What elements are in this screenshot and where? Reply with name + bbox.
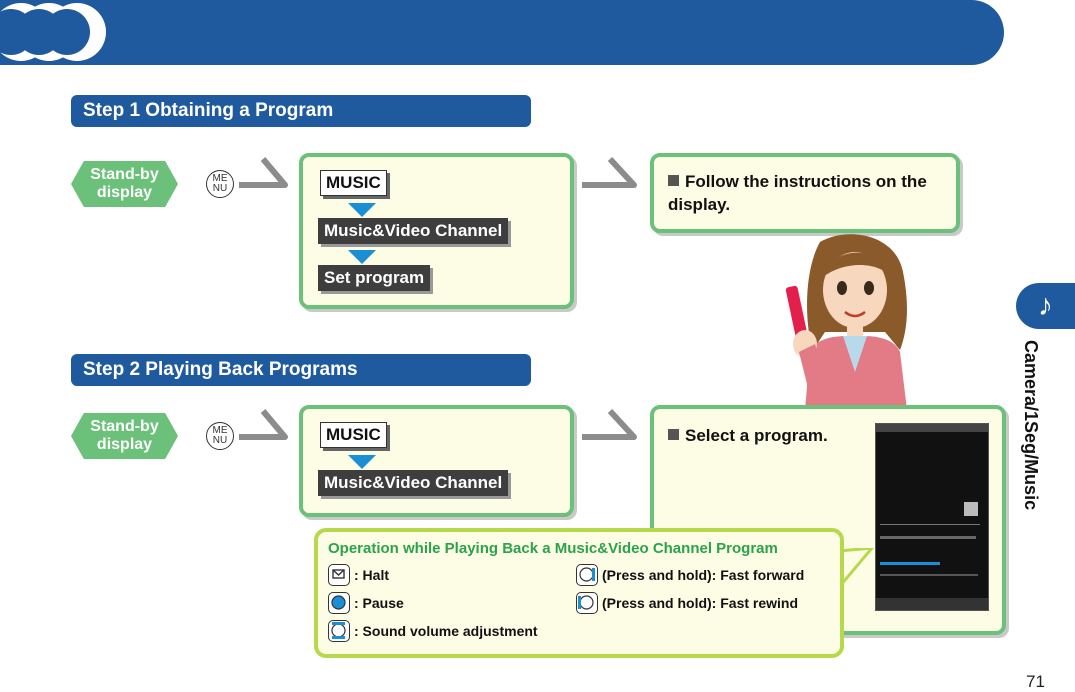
music-note-icon[interactable]: ♪ [1016,283,1075,329]
woman-with-phone-illustration [785,234,907,410]
step2-instruction-text: Select a program. [685,426,828,445]
operation-volume-text: : Sound volume adjustment [354,623,538,639]
operation-pause-text: : Pause [354,595,404,611]
bullet-square-icon [668,429,679,440]
step1-instruction-text: Follow the instructions on the display. [668,172,927,214]
down-arrow-icon [348,455,376,469]
step2-title: Step 2 Playing Back Programs [71,354,531,386]
updown-key-icon [328,620,350,642]
menu-item-music-video-channel[interactable]: Music&Video Channel [318,218,509,244]
operation-fast-forward: (Press and hold): Fast forward [576,564,804,586]
phone-screen-image [875,423,989,611]
menu-item-music-video-channel[interactable]: Music&Video Channel [318,470,509,496]
operation-fast-rewind-text: (Press and hold): Fast rewind [602,595,799,611]
step1-instruction-panel [650,153,960,233]
arrow-icon [582,156,637,188]
operation-title: Operation while Playing Back a Music&Vid… [328,540,778,557]
menu-item-set-program[interactable]: Set program [318,265,431,291]
page-number: 71 [1026,672,1045,691]
standby-display-label: Stand-by display [71,161,178,207]
operation-pause: : Pause [328,592,404,614]
menu-key-icon: ME NU [206,422,234,450]
operation-fast-rewind: (Press and hold): Fast rewind [576,592,798,614]
operation-volume: : Sound volume adjustment [328,620,538,642]
arrow-icon [582,408,637,440]
operation-halt-text: : Halt [354,567,389,583]
step1-title: Step 1 Obtaining a Program [71,95,531,127]
arrow-icon [239,409,288,440]
down-arrow-icon [348,203,376,217]
down-arrow-icon [348,250,376,264]
menu-key-icon: ME NU [206,170,234,198]
header-banner [0,0,1004,65]
right-key-icon [576,564,598,586]
standby-display-label: Stand-by display [71,413,178,459]
center-key-icon [328,592,350,614]
menu-item-music[interactable]: MUSIC [320,170,387,196]
left-key-icon [576,592,598,614]
step2-instruction: Select a program. [668,424,868,447]
bullet-square-icon [668,175,679,186]
menu-item-music[interactable]: MUSIC [320,422,387,448]
operation-fast-forward-text: (Press and hold): Fast forward [602,567,805,583]
mail-key-icon [328,564,350,586]
side-section-label: Camera/1Seg/Music [1021,340,1041,511]
step1-instruction: Follow the instructions on the display. [668,170,953,216]
chevron-inner [44,9,90,55]
arrow-icon [239,157,288,188]
operation-halt: : Halt [328,564,389,586]
